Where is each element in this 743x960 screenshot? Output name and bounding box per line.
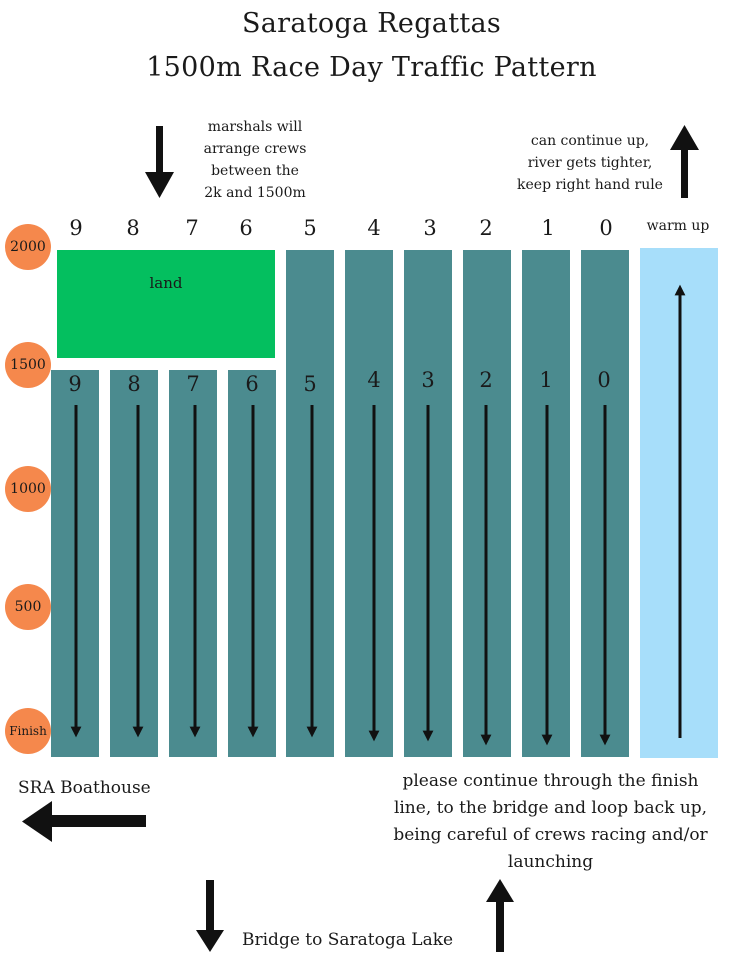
continue-up-arrow-icon xyxy=(670,125,699,198)
land-label: land xyxy=(149,274,183,292)
return-up-arrow-icon xyxy=(486,879,514,952)
marker-finish: Finish xyxy=(5,708,51,754)
lane-5 xyxy=(286,250,334,757)
lane-number-8: 8 xyxy=(127,372,141,396)
finish-note-line: launching xyxy=(507,852,594,872)
marshals-down-arrow-icon xyxy=(145,126,174,198)
marker-1500: 1500 xyxy=(5,342,51,388)
lane-number-5: 5 xyxy=(303,372,317,396)
continue-up-note-line: can continue up, xyxy=(530,133,650,149)
marshals-note-line: between the xyxy=(211,163,299,179)
marshals-note: marshals will arrange crews between the … xyxy=(190,116,320,204)
continue-up-note-line: keep right hand rule xyxy=(517,177,663,193)
lane-number-7: 7 xyxy=(186,372,200,396)
lane-7 xyxy=(169,370,217,757)
warm-up-label: warm up xyxy=(646,218,710,234)
marshals-note-line: arrange crews xyxy=(203,141,307,157)
title-line-1: Saratoga Regattas xyxy=(241,8,502,39)
boathouse-label: SRA Boathouse xyxy=(18,778,151,798)
lane-number-2: 2 xyxy=(479,368,493,392)
marker-2000: 2000 xyxy=(5,224,51,270)
continue-up-note: can continue up, river gets tighter, kee… xyxy=(500,130,680,196)
finish-note-line: line, to the bridge and loop back up, xyxy=(393,798,708,818)
lane-label-4: 4 xyxy=(367,216,381,240)
marshals-note-line: 2k and 1500m xyxy=(204,185,306,201)
lane-number-0: 0 xyxy=(597,368,611,392)
lane-label-3: 3 xyxy=(423,216,437,240)
marker-1000: 1000 xyxy=(5,466,51,512)
lane-number-3: 3 xyxy=(421,368,435,392)
lane-number-1: 1 xyxy=(539,368,553,392)
lane-label-5: 5 xyxy=(303,216,317,240)
lane-number-6: 6 xyxy=(245,372,259,396)
lane-number-4: 4 xyxy=(367,368,381,392)
lane-label-2: 2 xyxy=(479,216,493,240)
finish-note-line: please continue through the finish xyxy=(402,771,699,791)
marker-500: 500 xyxy=(5,584,51,630)
lane-label-0: 0 xyxy=(599,216,613,240)
finish-note: please continue through the finish line,… xyxy=(358,768,743,876)
lane-8 xyxy=(110,370,158,757)
lane-label-1: 1 xyxy=(541,216,555,240)
lane-label-8: 8 xyxy=(126,216,140,240)
lane-4 xyxy=(345,250,393,757)
lane-number-9: 9 xyxy=(68,372,82,396)
lane-label-9: 9 xyxy=(69,216,83,240)
boathouse-left-arrow-icon xyxy=(22,801,146,842)
title-line-2: 1500m Race Day Traffic Pattern xyxy=(146,52,597,83)
bridge-down-arrow-icon xyxy=(196,880,224,952)
continue-up-note-line: river gets tighter, xyxy=(527,155,653,171)
land-area: land xyxy=(57,250,275,358)
finish-note-line: being careful of crews racing and/or xyxy=(393,825,708,845)
bridge-label: Bridge to Saratoga Lake xyxy=(242,930,454,950)
marshals-note-line: marshals will xyxy=(207,119,303,135)
lane-label-7: 7 xyxy=(185,216,199,240)
lane-label-6: 6 xyxy=(239,216,253,240)
